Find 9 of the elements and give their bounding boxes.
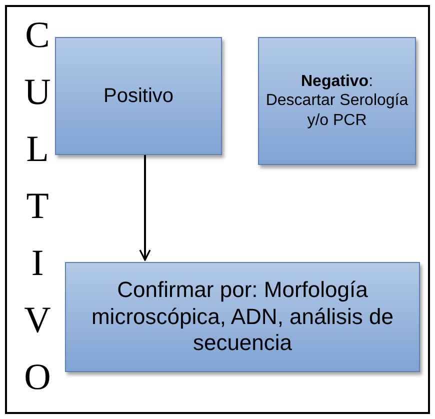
container-box: [5, 5, 430, 414]
process-box: [258, 37, 416, 165]
vertical-heading: CULTIVO: [19, 15, 56, 414]
node-text: Confirmar por: Morfología microscópica, ADN, análisis de secuencia: [90, 277, 394, 357]
node-text: Positivo: [102, 84, 175, 108]
process-box: [65, 262, 420, 372]
node-text: Negativo: Descartar Serología y/o PCR: [264, 72, 410, 130]
arrow: [139, 155, 151, 261]
process-box: [55, 37, 222, 155]
